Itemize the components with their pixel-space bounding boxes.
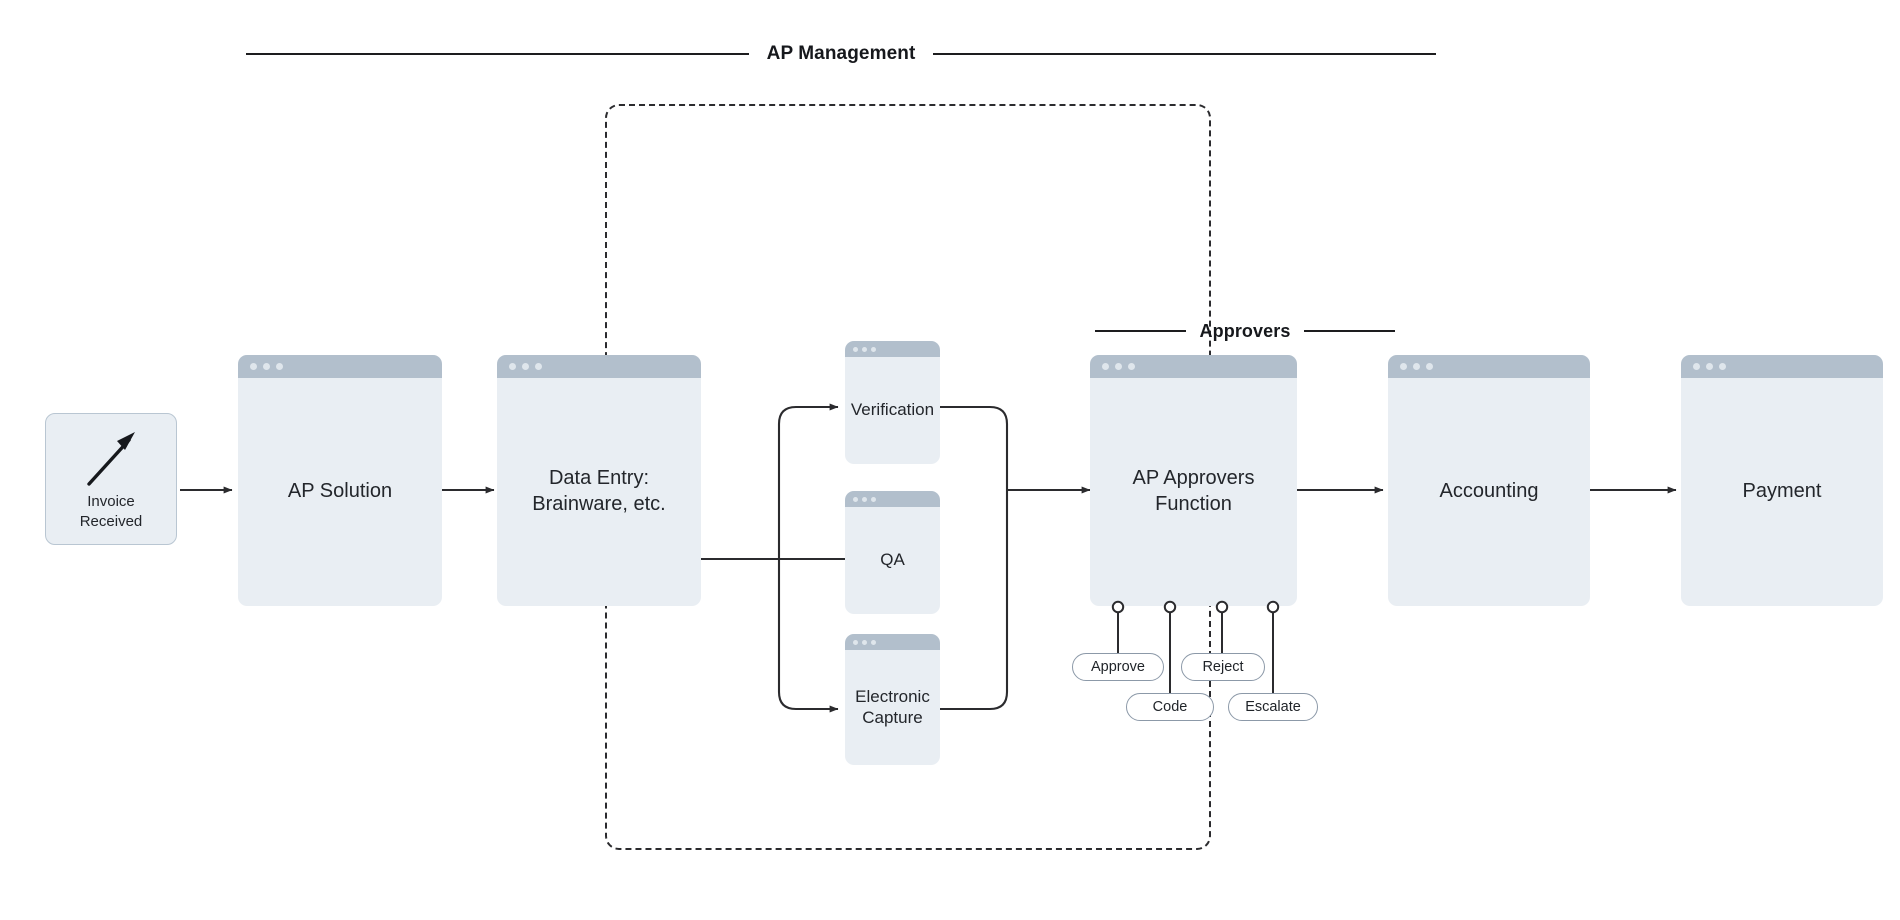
node-electronic-capture[interactable]: Electronic Capture (845, 634, 940, 765)
card-body: Verification (845, 357, 940, 464)
titlebar-dot (276, 363, 283, 370)
edge-verification-to-merge (940, 405, 1009, 425)
approver-action-reject[interactable]: Reject (1181, 653, 1265, 681)
approver-action-reject-label: Reject (1202, 659, 1244, 675)
edge-branch-to-electronic-capture (777, 691, 839, 713)
card-titlebar (238, 355, 442, 378)
approver-action-approve-label: Approve (1090, 659, 1145, 675)
invoice-label-line2: Received (79, 513, 143, 531)
data-entry-line2: Brainware, etc. (532, 493, 666, 515)
approver-action-code[interactable]: Code (1126, 693, 1214, 721)
ap-approvers-line1: AP Approvers (1132, 467, 1255, 490)
edge-branch-to-verification (777, 403, 839, 425)
section-header-ap-management: AP Management (246, 42, 1437, 66)
titlebar-dot (862, 496, 867, 502)
node-payment[interactable]: Payment (1681, 355, 1883, 606)
titlebar-dot (1102, 363, 1109, 370)
titlebar-dot (1128, 363, 1135, 370)
titlebar-dot (1426, 363, 1433, 370)
node-invoice-received[interactable]: Invoice Received (45, 413, 177, 545)
node-qa[interactable]: QA (845, 491, 940, 614)
card-body: AP Approvers Function (1090, 378, 1297, 606)
card-body: Data Entry: Brainware, etc. (497, 378, 701, 606)
ap-approvers-line2: Function (1155, 493, 1232, 515)
section-rule-left (246, 53, 749, 55)
approver-action-escalate[interactable]: Escalate (1228, 693, 1318, 721)
approver-action-code-label: Code (1152, 699, 1188, 715)
titlebar-dot (250, 363, 257, 370)
section-label-approvers: Approvers (1199, 320, 1291, 341)
titlebar-dot (853, 639, 858, 645)
titlebar-dot (522, 363, 529, 370)
card-titlebar (1090, 355, 1297, 378)
node-electronic-capture-label: Electronic Capture (855, 687, 930, 728)
section-header-approvers: Approvers (1095, 320, 1395, 342)
titlebar-dot (1706, 363, 1713, 370)
card-titlebar (845, 491, 940, 507)
card-titlebar (1388, 355, 1590, 378)
titlebar-dot (871, 346, 876, 352)
card-body: Electronic Capture (845, 650, 940, 765)
approver-action-approve[interactable]: Approve (1072, 653, 1164, 681)
node-accounting-label: Accounting (1439, 480, 1539, 503)
node-accounting[interactable]: Accounting (1388, 355, 1590, 606)
node-ap-approvers-function[interactable]: AP Approvers Function (1090, 355, 1297, 606)
titlebar-dot (1719, 363, 1726, 370)
card-body: Payment (1681, 378, 1883, 606)
section-rule-right (933, 53, 1437, 55)
card-titlebar (1681, 355, 1883, 378)
card-body: Accounting (1388, 378, 1590, 606)
titlebar-dot (862, 346, 867, 352)
node-data-entry-label: Data Entry: Brainware, etc. (532, 466, 665, 517)
node-ap-approvers-label: AP Approvers Function (1133, 466, 1255, 517)
titlebar-dot (1693, 363, 1700, 370)
card-body: AP Solution (238, 378, 442, 606)
titlebar-dot (871, 496, 876, 502)
node-ap-solution[interactable]: AP Solution (238, 355, 442, 606)
titlebar-dot (862, 639, 867, 645)
node-invoice-received-label: Invoice Received (80, 492, 143, 532)
approver-action-escalate-label: Escalate (1245, 699, 1301, 715)
edge-electronic-capture-to-merge (940, 691, 1009, 711)
titlebar-dot (1400, 363, 1407, 370)
up-right-arrow-icon (79, 428, 143, 495)
titlebar-dot (535, 363, 542, 370)
approvers-rule-left (1095, 330, 1186, 332)
electronic-capture-line2: Capture (862, 707, 923, 727)
approvers-rule-right (1304, 330, 1395, 332)
card-titlebar (845, 341, 940, 357)
card-titlebar (497, 355, 701, 378)
section-label-ap-management: AP Management (766, 43, 916, 64)
electronic-capture-line1: Electronic (855, 687, 930, 707)
titlebar-dot (263, 363, 270, 370)
node-ap-solution-label: AP Solution (287, 480, 393, 503)
node-verification-label: Verification (850, 400, 935, 420)
card-titlebar (845, 634, 940, 650)
titlebar-dot (853, 346, 858, 352)
titlebar-dot (1115, 363, 1122, 370)
node-payment-label: Payment (1742, 480, 1822, 503)
invoice-label-line1: Invoice (87, 493, 135, 511)
titlebar-dot (853, 496, 858, 502)
titlebar-dot (509, 363, 516, 370)
node-data-entry[interactable]: Data Entry: Brainware, etc. (497, 355, 701, 606)
node-verification[interactable]: Verification (845, 341, 940, 464)
node-qa-label: QA (880, 550, 905, 570)
titlebar-dot (1413, 363, 1420, 370)
data-entry-line1: Data Entry: (548, 467, 650, 490)
titlebar-dot (871, 639, 876, 645)
card-body: QA (845, 507, 940, 614)
